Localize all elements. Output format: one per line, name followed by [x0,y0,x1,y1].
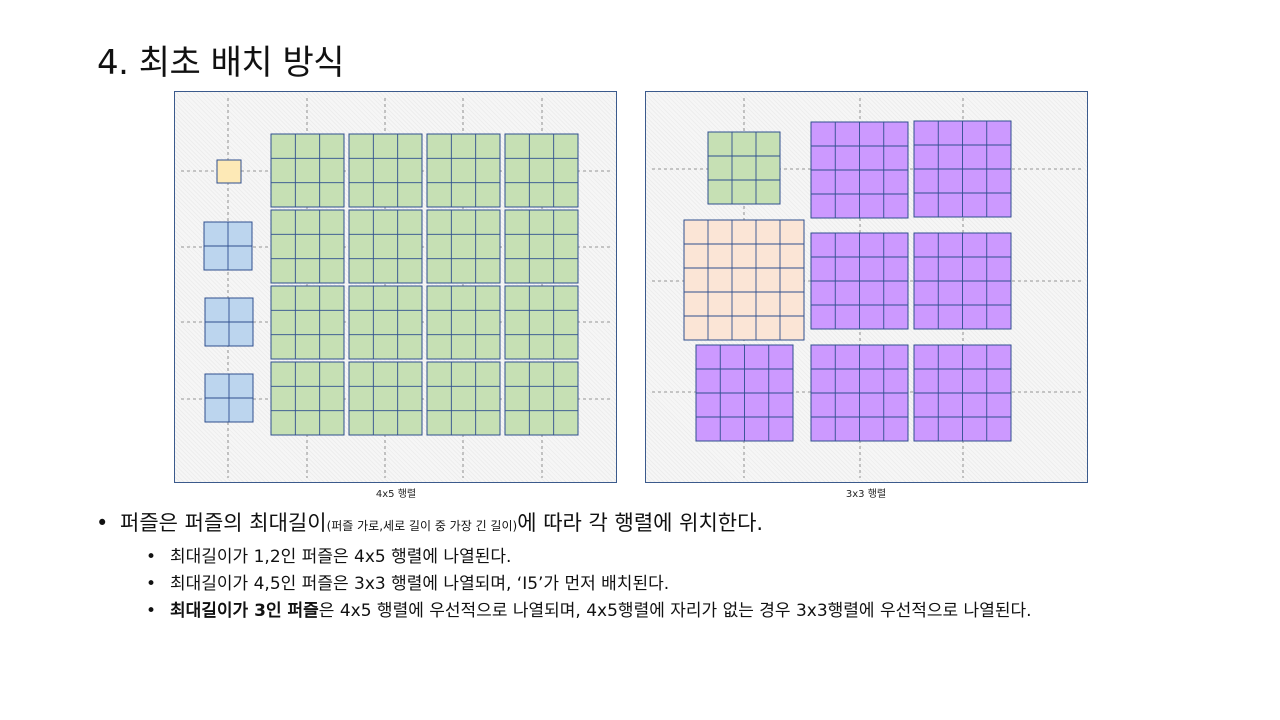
puzzle-piece-3x3 [504,361,579,436]
matrix-4x5-panel [174,91,617,483]
puzzle-piece-2x2 [204,373,254,423]
puzzle-piece-3x3 [504,285,579,360]
bullet-sub-2: • 최대길이가 4,5인 퍼즐은 3x3 행렬에 나열되며, ‘I5’가 먼저 … [146,574,1216,595]
puzzle-piece-3x3 [348,209,423,284]
puzzle-piece-4x4 [810,232,909,330]
puzzle-piece-body [426,361,501,436]
puzzle-piece-body [426,209,501,284]
bullet-sub-1-text: 최대길이가 1,2인 퍼즐은 4x5 행렬에 나열된다. [170,547,512,567]
puzzle-piece-body [270,209,345,284]
puzzle-piece-body [504,209,579,284]
puzzle-piece-body [348,209,423,284]
puzzle-piece-body [504,285,579,360]
puzzle-piece-body [270,361,345,436]
matrix-3x3-canvas [652,98,1083,478]
puzzle-piece-3x3 [270,209,345,284]
puzzle-piece-3x3 [270,133,345,208]
puzzle-piece-3x3 [504,133,579,208]
matrix-3x3-caption: 3x3 행렬 [845,489,887,500]
puzzle-piece-4x4 [913,232,1012,330]
bullet-dot: • [146,547,157,567]
bullet-sub-2-text: 최대길이가 4,5인 퍼즐은 3x3 행렬에 나열되며, ‘I5’가 먼저 배치… [170,574,670,594]
puzzle-piece-3x3 [348,285,423,360]
puzzle-piece-body [348,133,423,208]
puzzle-piece-3x3 [426,209,501,284]
puzzle-piece-1x1 [216,159,242,184]
bullet-dot: • [96,511,109,535]
bullet-main-text: 퍼즐은 퍼즐의 최대길이 [120,511,327,535]
puzzle-piece-body [504,133,579,208]
puzzle-piece-3x3 [504,209,579,284]
bullet-main-text-end: 에 따라 각 행렬에 위치한다. [517,511,764,535]
puzzle-piece-3x3 [426,285,501,360]
puzzle-piece-body [348,361,423,436]
bullet-sub-3-text: 은 4x5 행렬에 우선적으로 나열되며, 4x5행렬에 자리가 없는 경우 3… [318,601,1032,621]
puzzle-piece-body [270,285,345,360]
matrix-3x3-panel [645,91,1088,483]
bullet-sub-3: • 최대길이가 3인 퍼즐은 4x5 행렬에 우선적으로 나열되며, 4x5행렬… [146,601,1216,622]
puzzle-piece-body [426,285,501,360]
puzzle-piece-body [426,133,501,208]
bullet-sub-3-bold: 최대길이가 3인 퍼즐 [170,601,319,621]
bullet-main: • 퍼즐은 퍼즐의 최대길이(퍼즐 가로,세로 길이 중 가장 긴 길이)에 따… [96,508,1216,541]
puzzle-piece-4x4 [913,344,1012,442]
puzzle-piece-body [270,133,345,208]
bullet-list: • 퍼즐은 퍼즐의 최대길이(퍼즐 가로,세로 길이 중 가장 긴 길이)에 따… [96,508,1216,622]
puzzle-piece-5x5 [683,219,805,341]
puzzle-piece-3x3 [707,131,781,205]
puzzle-piece-3x3 [426,361,501,436]
bullet-dot: • [146,601,157,621]
slide-title: 4. 최초 배치 방식 [97,43,345,83]
puzzle-piece-4x4 [913,120,1012,218]
puzzle-piece-4x4 [695,344,794,442]
puzzle-piece-3x3 [348,361,423,436]
puzzle-piece-body [707,131,781,205]
puzzle-piece-3x3 [270,285,345,360]
puzzle-piece-body [348,285,423,360]
matrix-4x5-canvas [181,98,612,478]
puzzle-piece-body [216,159,242,184]
puzzle-piece-4x4 [810,344,909,442]
puzzle-piece-2x2 [203,221,253,271]
puzzle-piece-3x3 [348,133,423,208]
puzzle-piece-2x2 [204,297,254,347]
bullet-dot: • [146,574,157,594]
puzzle-piece-body [683,219,805,341]
puzzle-piece-3x3 [270,361,345,436]
puzzle-piece-3x3 [426,133,501,208]
puzzle-piece-body [504,361,579,436]
bullet-sub-1: • 최대길이가 1,2인 퍼즐은 4x5 행렬에 나열된다. [146,547,1216,568]
bullet-main-note: (퍼즐 가로,세로 길이 중 가장 긴 길이) [326,519,518,533]
puzzle-piece-4x4 [810,121,909,219]
matrix-4x5-caption: 4x5 행렬 [375,489,417,500]
